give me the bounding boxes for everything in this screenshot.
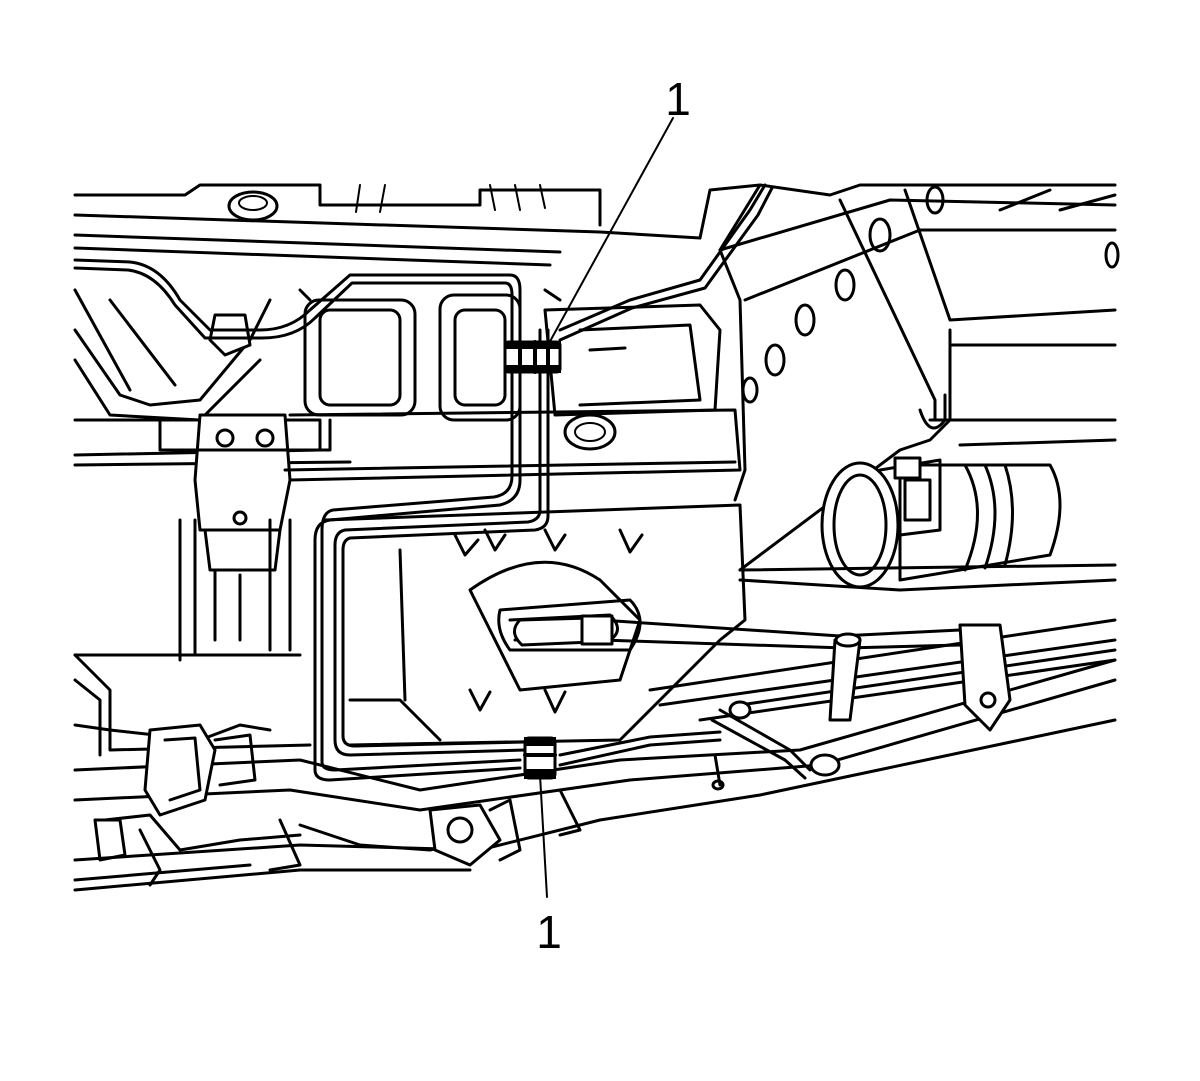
upper-crossmember — [73, 183, 702, 267]
callout-leader-bottom — [539, 774, 548, 898]
callout-label-bottom: 1 — [536, 906, 562, 958]
callout-leader-top — [547, 117, 674, 346]
underbody-panel — [73, 503, 747, 757]
exhaust-pipe — [820, 456, 1062, 589]
line-clip-lower — [523, 736, 557, 780]
callout-label-top: 1 — [665, 73, 691, 125]
lower-rail — [73, 563, 1117, 892]
line-clip-upper — [503, 340, 562, 374]
left-brackets — [73, 288, 352, 572]
tubing-run — [73, 183, 774, 782]
lower-left-suspension — [93, 723, 582, 887]
